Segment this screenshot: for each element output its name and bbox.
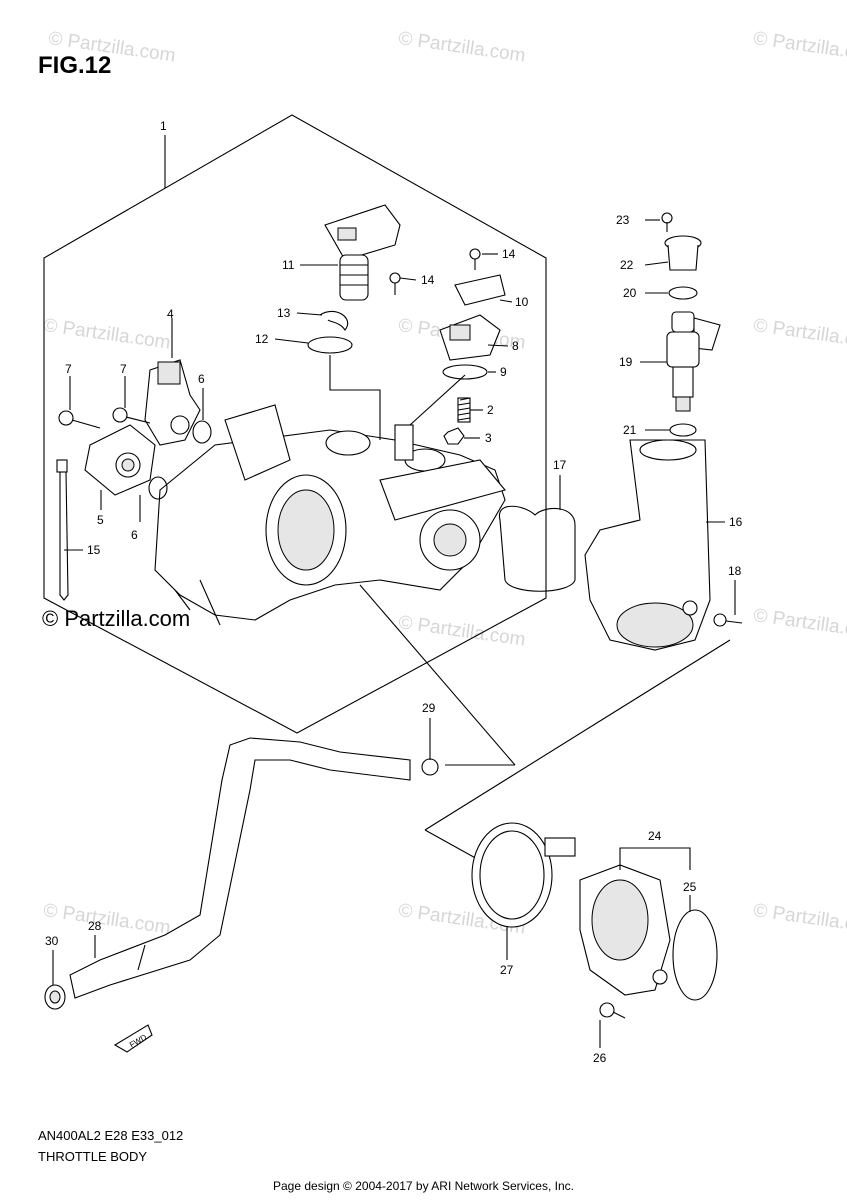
callout-7: 7 xyxy=(65,362,72,376)
callout-30: 30 xyxy=(45,934,59,948)
callout-14: 14 xyxy=(421,273,435,287)
sensor-4-icon xyxy=(144,359,201,446)
o-ring-25-icon xyxy=(672,909,718,1001)
gasket-27-icon xyxy=(471,822,576,928)
cover-24-icon xyxy=(579,864,671,996)
callout-7: 7 xyxy=(120,362,127,376)
callout-28: 28 xyxy=(88,919,102,933)
callout-24: 24 xyxy=(648,829,662,843)
callout-19: 19 xyxy=(619,355,633,369)
callout-15: 15 xyxy=(87,543,101,557)
callout-10: 10 xyxy=(515,295,529,309)
cable-tie-15-icon xyxy=(56,459,69,601)
leader-line xyxy=(424,639,731,831)
callout-4: 4 xyxy=(167,307,174,321)
callout-5: 5 xyxy=(97,513,104,527)
callout-9: 9 xyxy=(500,365,507,379)
hose-28-icon xyxy=(69,737,411,999)
gasket-17-icon xyxy=(499,505,576,592)
callout-21: 21 xyxy=(623,423,637,437)
o-ring-20-icon xyxy=(668,286,698,300)
footer-credit: Page design © 2004-2017 by ARI Network S… xyxy=(272,1179,574,1193)
nut-3-icon xyxy=(443,427,465,445)
callout-2: 2 xyxy=(487,403,494,417)
callout-17: 17 xyxy=(553,458,567,472)
holder-16-icon xyxy=(584,439,711,651)
callout-27: 27 xyxy=(500,963,514,977)
screw-7-icon xyxy=(112,407,151,424)
callout-16: 16 xyxy=(729,515,743,529)
o-ring-21-icon xyxy=(669,423,697,437)
figure-label: FIG.12 xyxy=(38,52,112,79)
o-ring-12-icon xyxy=(307,336,353,354)
sensor-5-icon xyxy=(84,424,156,496)
callout-11: 11 xyxy=(282,258,295,272)
callout-29: 29 xyxy=(422,701,436,715)
o-ring-6-icon xyxy=(192,420,212,444)
sensor-11-icon xyxy=(324,204,401,301)
callout-18: 18 xyxy=(728,564,742,578)
brand-watermark: © Partzilla.com xyxy=(42,606,191,631)
screw-14-icon xyxy=(469,248,481,270)
injector-19-icon xyxy=(666,311,721,412)
callout-1: 1 xyxy=(160,119,167,133)
callout-22: 22 xyxy=(620,258,634,272)
clip-13-icon xyxy=(319,310,348,331)
o-ring-6-icon xyxy=(148,476,168,500)
screw-26-icon xyxy=(599,1002,626,1019)
screw-7-icon xyxy=(58,410,101,429)
throttle-body-icon xyxy=(154,404,506,626)
callout-8: 8 xyxy=(512,339,519,353)
model-code: AN400AL2 E28 E33_012 xyxy=(38,1128,184,1143)
callout-26: 26 xyxy=(593,1051,607,1065)
bracket-10-icon xyxy=(454,274,506,306)
callout-6: 6 xyxy=(198,372,205,386)
o-ring-9-icon xyxy=(442,364,488,380)
callout-numbers: 1 2 3 4 5 6 6 7 7 8 9 10 11 12 13 14 14 … xyxy=(45,119,743,1065)
callout-leaders xyxy=(52,219,736,1048)
screw-23-icon xyxy=(661,212,673,232)
screw-14-icon xyxy=(389,272,401,295)
callout-23: 23 xyxy=(616,213,630,227)
callout-25: 25 xyxy=(683,880,697,894)
cap-22-icon xyxy=(664,235,702,271)
assembly-outline xyxy=(43,114,547,734)
clip-29-icon xyxy=(421,758,439,776)
callout-13: 13 xyxy=(277,306,291,320)
bolt-18-icon xyxy=(713,613,743,627)
callout-14: 14 xyxy=(502,247,516,261)
callout-20: 20 xyxy=(623,286,637,300)
callout-6: 6 xyxy=(131,528,138,542)
fwd-arrow-icon: FWD xyxy=(113,1024,153,1053)
spring-2-icon xyxy=(457,397,471,423)
leader-line xyxy=(359,584,516,766)
callout-3: 3 xyxy=(485,431,492,445)
clip-30-icon xyxy=(44,984,66,1010)
callout-12: 12 xyxy=(255,332,269,346)
part-title: THROTTLE BODY xyxy=(38,1149,148,1164)
